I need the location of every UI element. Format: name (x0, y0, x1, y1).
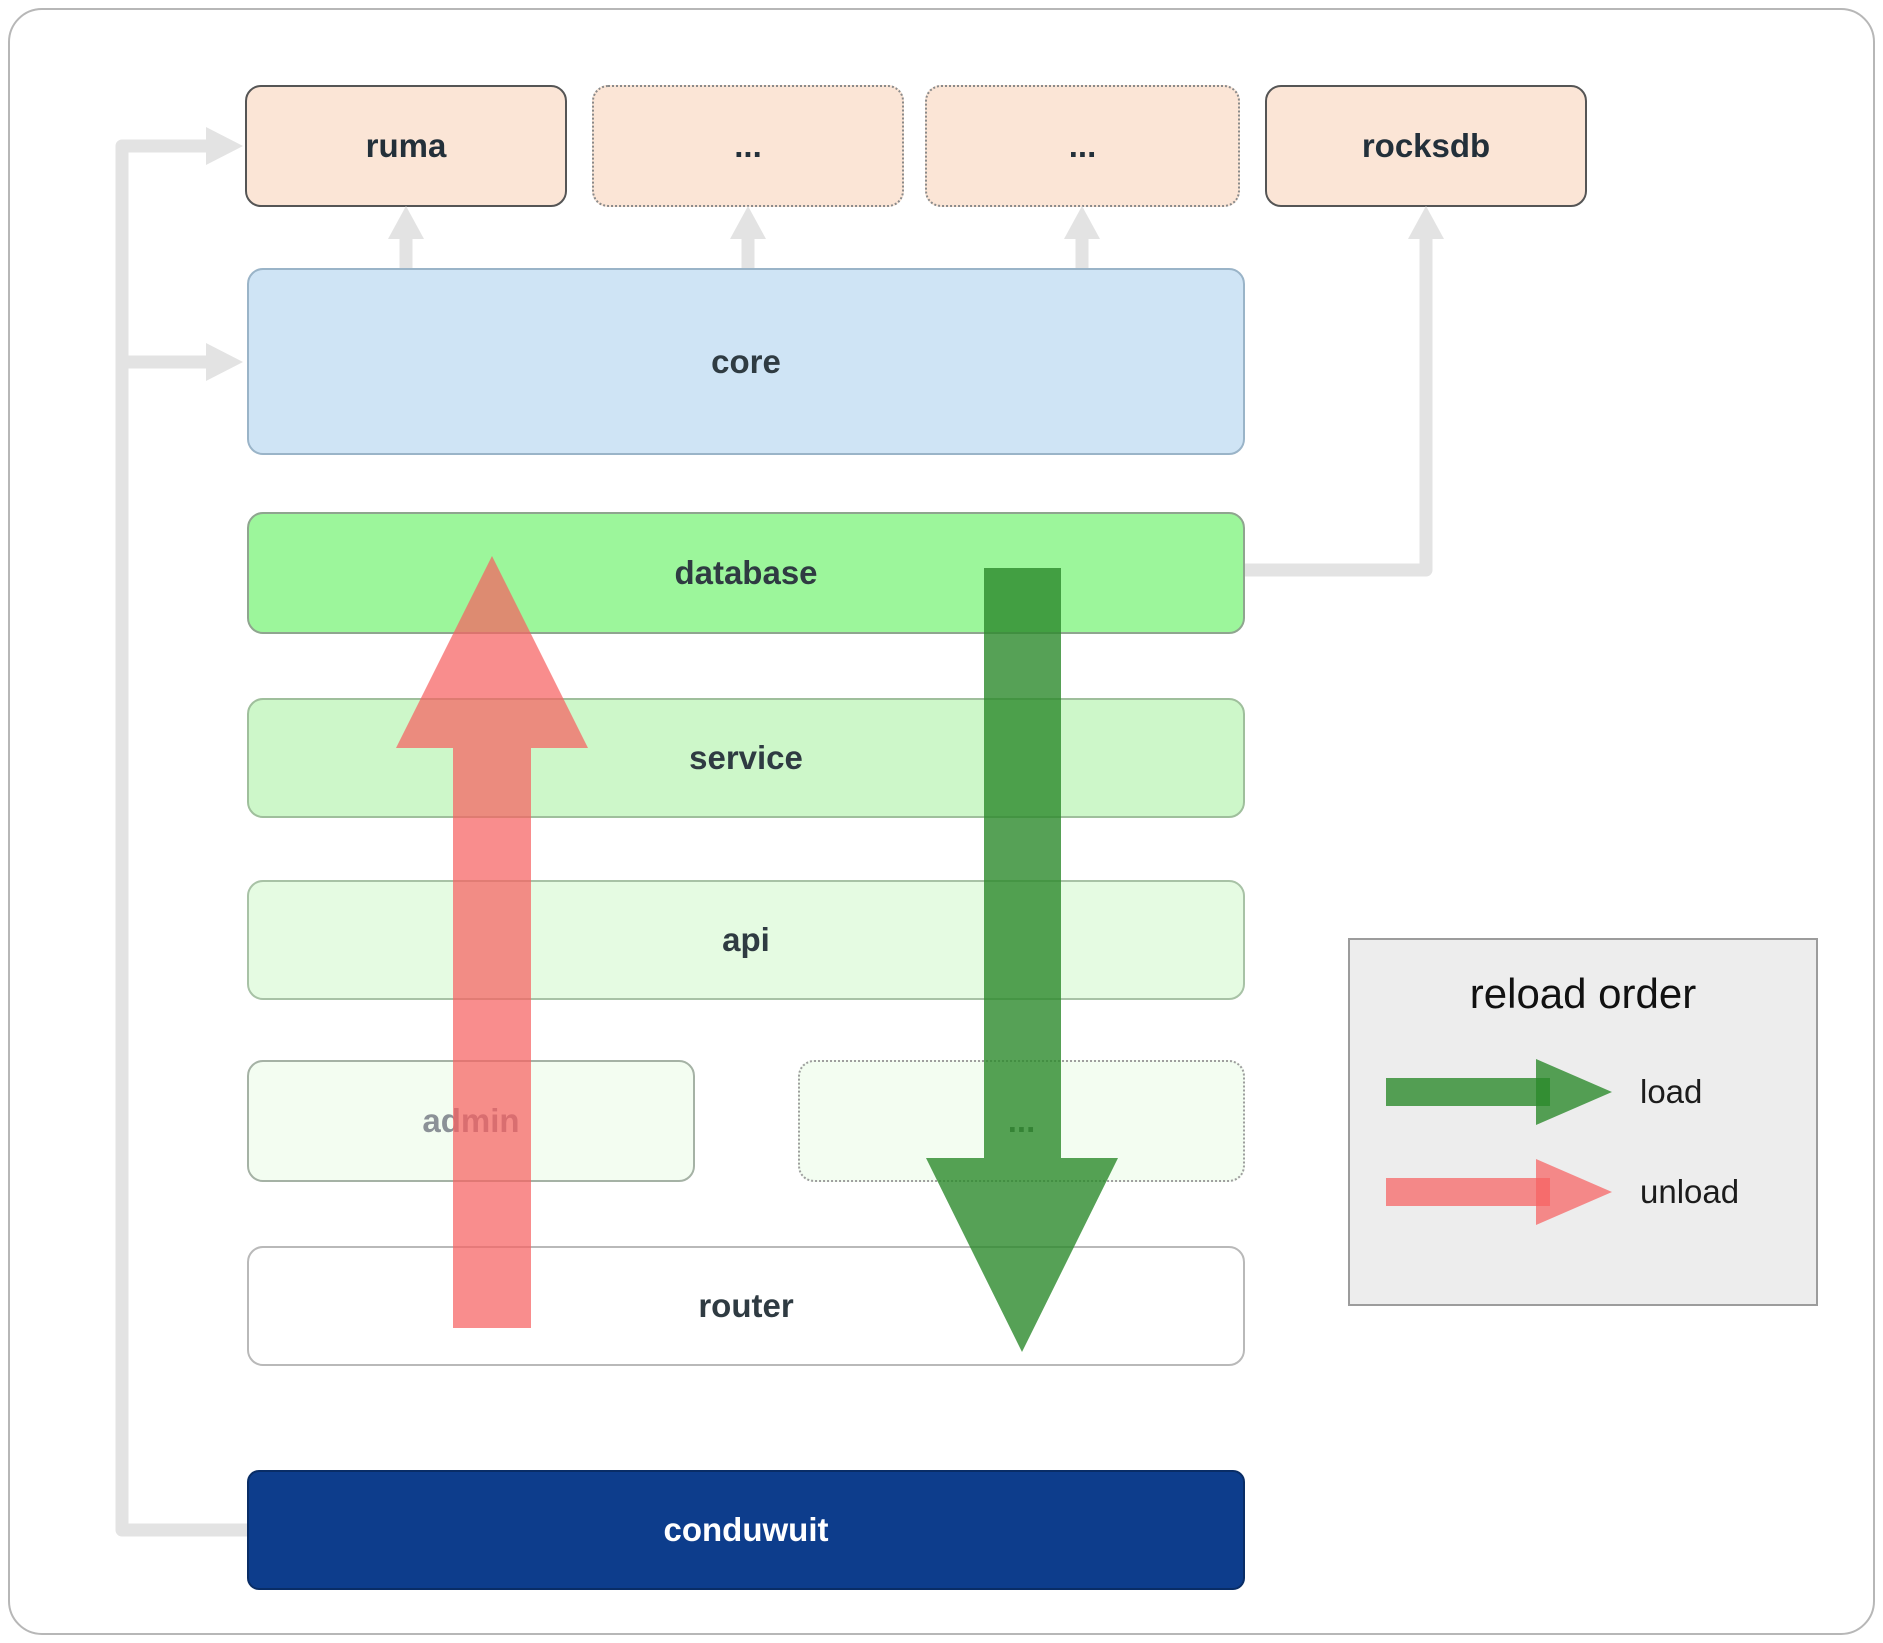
box-external-1: ... (592, 85, 904, 207)
layer-database: database (247, 512, 1245, 634)
box-label: database (674, 554, 818, 591)
unload-arrow-icon (1386, 1159, 1612, 1225)
layer-admin: admin (247, 1060, 695, 1182)
box-ruma: ruma (245, 85, 567, 207)
legend-load-label: load (1640, 1073, 1703, 1110)
layer-core: core (247, 268, 1245, 455)
box-label: rocksdb (1361, 127, 1491, 164)
legend-row-unload: unload (1384, 1142, 1782, 1242)
box-label: admin (422, 1102, 520, 1139)
layer-api: api (247, 880, 1245, 1000)
layer-service: service (247, 698, 1245, 818)
box-label: conduwuit (663, 1511, 829, 1548)
box-label: router (698, 1287, 794, 1324)
box-rocksdb: rocksdb (1265, 85, 1587, 207)
legend: reload order load unload (1348, 938, 1818, 1306)
box-label: core (711, 342, 781, 380)
box-external-2: ... (925, 85, 1240, 207)
box-label: ... (1007, 1102, 1036, 1139)
legend-unload-label: unload (1640, 1173, 1740, 1210)
legend-title: reload order (1469, 970, 1697, 1017)
diagram-frame (8, 8, 1875, 1635)
box-label: api (722, 921, 770, 958)
box-label: ruma (365, 127, 447, 164)
load-arrow-icon (1386, 1059, 1612, 1125)
box-label: service (689, 739, 803, 776)
layer-router: router (247, 1246, 1245, 1366)
legend-row-load: load (1384, 1042, 1782, 1142)
layer-conduwuit: conduwuit (247, 1470, 1245, 1590)
box-label: ... (1068, 127, 1097, 164)
box-label: ... (734, 127, 762, 164)
layer-more: ... (798, 1060, 1245, 1182)
